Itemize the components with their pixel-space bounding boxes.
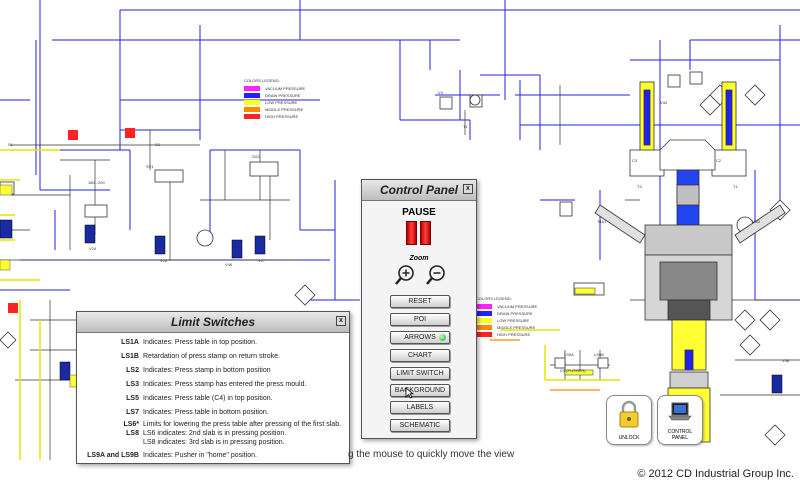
legend-swatch xyxy=(244,107,260,112)
svg-text:T1: T1 xyxy=(463,124,468,129)
svg-text:180...200: 180...200 xyxy=(88,180,105,185)
pause-label: PAUSE xyxy=(402,207,436,218)
svg-text:V4: V4 xyxy=(438,90,444,95)
copyright-text: © 2012 CD Industrial Group Inc. xyxy=(637,468,794,480)
legend-item: DRAIN PRESSURE xyxy=(476,310,537,317)
legend-title: COLORS LEGEND: xyxy=(476,296,512,301)
svg-text:V38: V38 xyxy=(782,358,790,363)
close-icon[interactable]: x xyxy=(336,316,346,326)
control-panel-title: Control Panel xyxy=(379,183,458,197)
svg-text:V27: V27 xyxy=(258,258,266,263)
close-icon[interactable]: x xyxy=(463,184,473,194)
legend-item: LOW PRESSURE xyxy=(244,99,305,106)
svg-text:V40: V40 xyxy=(660,100,668,105)
svg-text:SV1: SV1 xyxy=(146,164,154,169)
svg-text:V24: V24 xyxy=(89,246,97,251)
pause-button[interactable] xyxy=(405,221,433,245)
svg-text:S2: S2 xyxy=(155,142,161,147)
svg-text:SV2: SV2 xyxy=(252,154,260,159)
svg-text:T1: T1 xyxy=(733,184,738,189)
reset-button[interactable]: RESET xyxy=(390,295,450,308)
laptop-icon xyxy=(668,402,692,421)
poi-button[interactable]: POI xyxy=(390,313,450,326)
svg-text:MA1: MA1 xyxy=(598,219,607,224)
legend-swatch xyxy=(476,311,492,316)
pause-icon xyxy=(406,221,417,245)
legend-title: COLORS LEGEND: xyxy=(244,78,280,83)
legend-item: HIGH PRESSURE xyxy=(476,331,537,338)
legend-swatch xyxy=(244,100,260,105)
svg-text:MA2: MA2 xyxy=(752,219,761,224)
limit-switch-button[interactable]: LIMIT SWITCH xyxy=(390,367,450,380)
svg-text:C3: C3 xyxy=(632,158,638,163)
zoom-in-icon[interactable] xyxy=(393,264,415,286)
arrows-button[interactable]: ARROWS xyxy=(390,331,450,344)
legend-item: VACUUM PRESSURE xyxy=(244,85,305,92)
limit-switches-title: Limit Switches xyxy=(170,315,256,329)
mouse-cursor-icon xyxy=(405,387,414,399)
legend-item: VACUUM PRESSURE xyxy=(476,303,537,310)
zoom-label: Zoom xyxy=(409,255,429,262)
schematic-button[interactable]: SCHEMATIC xyxy=(390,419,450,432)
status-led-icon xyxy=(439,334,446,341)
zoom-out-icon[interactable] xyxy=(424,264,446,286)
svg-text:LS9B: LS9B xyxy=(594,352,604,357)
control-panel-titlebar[interactable]: Control Panel x xyxy=(362,180,476,201)
colors-legend-top: COLORS LEGEND: VACUUM PRESSURE DRAIN PRE… xyxy=(244,78,305,120)
legend-swatch xyxy=(244,93,260,98)
unlock-label: UNLOCK xyxy=(618,435,640,441)
legend-swatch xyxy=(244,86,260,91)
drag-hint-text: g the mouse to quickly move the view xyxy=(348,449,515,460)
legend-swatch xyxy=(476,304,492,309)
legend-swatch xyxy=(476,318,492,323)
svg-text:C4 (PUSHER): C4 (PUSHER) xyxy=(560,368,586,373)
padlock-icon xyxy=(619,400,639,428)
svg-text:C2: C2 xyxy=(716,158,722,163)
legend-item: MIDDLE PRESSURE xyxy=(476,324,537,331)
legend-swatch xyxy=(476,332,492,337)
svg-text:S1: S1 xyxy=(8,142,14,147)
legend-item: MIDDLE PRESSURE xyxy=(244,106,305,113)
legend-item: DRAIN PRESSURE xyxy=(244,92,305,99)
arrows-button-label: ARROWS xyxy=(404,334,436,341)
legend-item: LOW PRESSURE xyxy=(476,317,537,324)
limit-switches-titlebar[interactable]: Limit Switches x xyxy=(77,312,349,333)
legend-item: HIGH PRESSURE xyxy=(244,113,305,120)
legend-swatch xyxy=(476,325,492,330)
chart-button[interactable]: CHART xyxy=(390,349,450,362)
svg-text:V26: V26 xyxy=(160,258,168,263)
pause-icon xyxy=(420,221,431,245)
background-button[interactable]: BACKGROUND xyxy=(390,384,450,397)
svg-text:V46: V46 xyxy=(225,262,233,267)
svg-text:T3: T3 xyxy=(637,184,642,189)
unlock-button[interactable]: UNLOCK xyxy=(606,395,652,445)
svg-text:LS9A: LS9A xyxy=(564,352,574,357)
control-panel-window: Control Panel x PAUSE Zoom RESET POI ARR… xyxy=(361,179,477,439)
legend-swatch xyxy=(244,114,260,119)
colors-legend-right: COLORS LEGEND: VACUUM PRESSURE DRAIN PRE… xyxy=(476,296,537,338)
labels-button[interactable]: LABELS xyxy=(390,401,450,414)
